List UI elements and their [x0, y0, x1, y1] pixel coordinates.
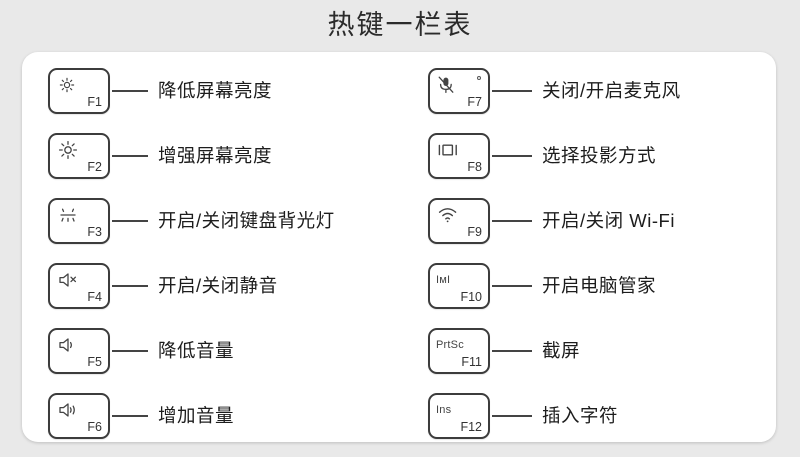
- hotkey-row-f10[interactable]: IмI F10 开启电脑管家: [416, 253, 656, 318]
- key-fn-label: F5: [87, 354, 102, 369]
- keycap-f9[interactable]: F9: [428, 197, 490, 244]
- hotkey-description: 增强屏幕亮度: [158, 144, 273, 166]
- connector-line: [492, 414, 532, 417]
- hotkey-row-f3[interactable]: F3 开启/关闭键盘背光灯: [26, 188, 335, 253]
- keycap-f7[interactable]: F7: [428, 67, 490, 114]
- hotkey-row-f7[interactable]: F7 关闭/开启麦克风: [416, 58, 681, 123]
- keycap-f11[interactable]: PrtSc F11: [428, 327, 490, 374]
- insert-icon: Ins: [436, 403, 452, 416]
- hotkey-description: 开启电脑管家: [542, 274, 657, 296]
- connector-line: [112, 89, 148, 92]
- key-fn-label: F3: [87, 224, 102, 239]
- key-fn-label: F11: [461, 354, 482, 369]
- hotkey-row-f11[interactable]: PrtSc F11 截屏: [416, 318, 580, 383]
- key-fn-label: F9: [467, 224, 482, 239]
- hotkey-description: 开启/关闭键盘背光灯: [158, 209, 335, 231]
- key-fn-label: F7: [467, 94, 482, 109]
- key-fn-label: F10: [460, 289, 482, 304]
- pc-manager-icon: IмI: [436, 273, 451, 286]
- keycap-f1[interactable]: F1: [48, 67, 110, 114]
- left-column: F1 降低屏幕亮度 F2 增强屏幕亮度 F3 开启/关闭键盘: [26, 52, 416, 442]
- keycap-f10[interactable]: IмI F10: [428, 262, 490, 309]
- keycap-f5[interactable]: F5: [48, 327, 110, 374]
- connector-line: [492, 219, 532, 222]
- right-column: F7 关闭/开启麦克风 F8 选择投影方式 F9 开启/关闭: [416, 52, 776, 442]
- connector-line: [492, 154, 532, 157]
- hotkey-row-f8[interactable]: F8 选择投影方式: [416, 123, 656, 188]
- hotkey-description: 选择投影方式: [542, 144, 657, 166]
- keycap-f6[interactable]: F6: [48, 392, 110, 439]
- keyboard-backlight-icon: [56, 204, 86, 226]
- key-fn-label: F6: [87, 419, 102, 434]
- connector-line: [112, 349, 148, 352]
- connector-line: [112, 219, 148, 222]
- keycap-f2[interactable]: F2: [48, 132, 110, 179]
- projection-display-icon: [436, 139, 466, 161]
- microphone-mute-icon: [436, 74, 466, 96]
- hotkey-description: 降低音量: [158, 339, 235, 361]
- hotkey-description: 截屏: [542, 339, 581, 361]
- sun-large-icon: [56, 139, 86, 161]
- hotkey-description: 关闭/开启麦克风: [542, 79, 681, 101]
- speaker-mute-icon: [56, 269, 86, 291]
- speaker-volume-up-icon: [56, 399, 86, 421]
- hotkey-description: 开启/关闭静音: [158, 274, 278, 296]
- key-fn-label: F1: [87, 94, 102, 109]
- hotkey-description: 插入字符: [542, 404, 619, 426]
- print-screen-icon: PrtSc: [436, 338, 464, 351]
- connector-line: [112, 414, 148, 417]
- wifi-icon: [436, 204, 466, 226]
- speaker-volume-down-icon: [56, 334, 86, 356]
- hotkey-description: 开启/关闭 Wi-Fi: [542, 209, 675, 231]
- key-fn-label: F8: [467, 159, 482, 174]
- hotkey-row-f5[interactable]: F5 降低音量: [26, 318, 234, 383]
- hotkey-description: 降低屏幕亮度: [158, 79, 273, 101]
- hotkey-panel: F1 降低屏幕亮度 F2 增强屏幕亮度 F3 开启/关闭键盘: [22, 52, 776, 442]
- keycap-f4[interactable]: F4: [48, 262, 110, 309]
- key-fn-label: F2: [87, 159, 102, 174]
- hotkey-row-f9[interactable]: F9 开启/关闭 Wi-Fi: [416, 188, 675, 253]
- connector-line: [492, 89, 532, 92]
- keycap-f3[interactable]: F3: [48, 197, 110, 244]
- connector-line: [112, 284, 148, 287]
- hotkey-row-f6[interactable]: F6 增加音量: [26, 383, 234, 448]
- sun-small-icon: [56, 74, 86, 96]
- page-title: 热键一栏表: [327, 10, 473, 40]
- hotkey-row-f2[interactable]: F2 增强屏幕亮度: [26, 123, 272, 188]
- keycap-f8[interactable]: F8: [428, 132, 490, 179]
- connector-line: [492, 284, 532, 287]
- led-indicator-icon: [477, 75, 481, 80]
- hotkey-description: 增加音量: [158, 404, 235, 426]
- key-fn-label: F4: [87, 289, 102, 304]
- keycap-f12[interactable]: Ins F12: [428, 392, 490, 439]
- hotkey-row-f12[interactable]: Ins F12 插入字符: [416, 383, 618, 448]
- hotkey-row-f4[interactable]: F4 开启/关闭静音: [26, 253, 278, 318]
- hotkey-row-f1[interactable]: F1 降低屏幕亮度: [26, 58, 272, 123]
- key-fn-label: F12: [460, 419, 482, 434]
- connector-line: [112, 154, 148, 157]
- connector-line: [492, 349, 532, 352]
